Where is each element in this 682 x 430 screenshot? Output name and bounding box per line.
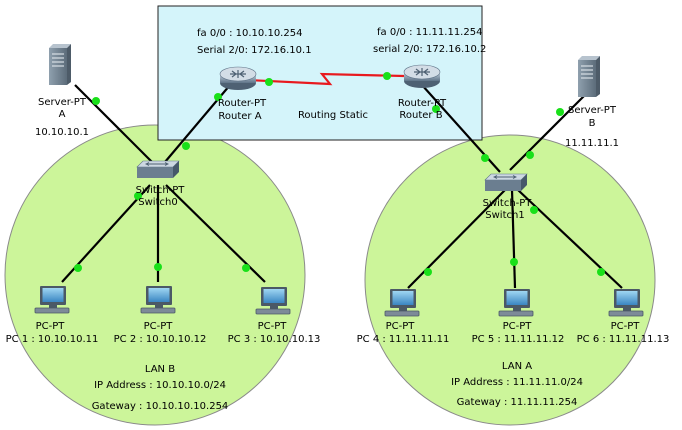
lan-b-area <box>4 124 306 426</box>
server-b-name: B <box>589 118 596 129</box>
link-switch1-pc5 <box>510 189 517 289</box>
port-dot <box>214 93 222 101</box>
port-dot <box>383 72 391 80</box>
pc1-icon[interactable] <box>34 285 70 314</box>
pc3-icon[interactable] <box>255 286 291 315</box>
port-dot <box>424 268 432 276</box>
router-a-icon[interactable] <box>219 66 257 91</box>
lan-b-ip: IP Address : 10.10.10.0/24 <box>94 380 226 391</box>
switch1-icon[interactable] <box>484 173 528 192</box>
port-indicators <box>74 72 605 276</box>
router-a-fa-label: fa 0/0 : 10.10.10.254 <box>197 28 302 39</box>
link-server-b-switch1 <box>509 89 591 171</box>
pc3-type: PC-PT <box>258 321 288 332</box>
pc2-icon[interactable] <box>140 285 176 314</box>
pc5-type: PC-PT <box>503 321 533 332</box>
pc4-icon[interactable] <box>384 288 420 317</box>
port-dot <box>265 78 273 86</box>
port-dot <box>481 154 489 162</box>
pc1-label: PC 1 : 10.10.10.11 <box>6 334 99 345</box>
pc2-type: PC-PT <box>144 321 174 332</box>
pc2-label: PC 2 : 10.10.10.12 <box>114 334 207 345</box>
pc5-icon[interactable] <box>498 288 534 317</box>
server-b-icon[interactable] <box>577 55 601 98</box>
router-b-type: Router-PT <box>398 98 447 109</box>
port-dot <box>432 105 440 113</box>
switch1-type: Switch-PT <box>483 198 533 209</box>
pc5-label: PC 5 : 11.11.11.12 <box>472 334 565 345</box>
lan-a-area <box>364 134 656 426</box>
router-b-icon[interactable] <box>403 64 441 89</box>
server-a-type: Server-PT <box>38 97 87 108</box>
serial-link <box>247 72 405 86</box>
server-a-name: A <box>59 109 66 120</box>
port-dot <box>510 258 518 266</box>
pc6-type: PC-PT <box>611 321 641 332</box>
router-a-serial-label: Serial 2/0: 172.16.10.1 <box>197 45 312 56</box>
router-b-serial-label: serial 2/0: 172.16.10.2 <box>373 44 486 55</box>
pc6-label: PC 6 : 11.11.11.13 <box>577 334 670 345</box>
lan-b-gateway: Gateway : 10.10.10.10.254 <box>92 401 229 412</box>
server-b-ip: 11.11.11.1 <box>565 138 619 149</box>
lan-a-name: LAN A <box>502 361 532 372</box>
lan-a-gateway: Gateway : 11.11.11.254 <box>457 397 578 408</box>
port-dot <box>526 151 534 159</box>
switch1-name: Switch1 <box>485 210 524 221</box>
pc4-label: PC 4 : 11.11.11.11 <box>357 334 450 345</box>
port-dot <box>134 192 142 200</box>
port-dot <box>556 108 564 116</box>
lan-a-ip: IP Address : 11.11.11.0/24 <box>451 377 583 388</box>
port-dot <box>154 263 162 271</box>
pc3-label: PC 3 : 10.10.10.13 <box>228 334 321 345</box>
port-dot <box>74 264 82 272</box>
port-dot <box>92 97 100 105</box>
port-dot <box>597 268 605 276</box>
routing-area-label: Routing Static <box>298 110 368 121</box>
server-a-icon[interactable] <box>48 43 72 86</box>
switch0-icon[interactable] <box>136 160 180 179</box>
port-dot <box>242 264 250 272</box>
router-b-name: Router B <box>399 110 442 121</box>
pc1-type: PC-PT <box>36 321 66 332</box>
router-a-name: Router A <box>218 111 261 122</box>
server-b-type: Server-PT <box>568 105 617 116</box>
router-a-type: Router-PT <box>218 98 267 109</box>
router-b-fa-label: fa 0/0 : 11.11.11.254 <box>377 27 482 38</box>
pc6-icon[interactable] <box>608 288 644 317</box>
server-a-ip: 10.10.10.1 <box>35 127 89 138</box>
switch0-type: Switch-PT <box>136 185 186 196</box>
link-server-a-switch0 <box>74 84 159 169</box>
switch0-name: Switch0 <box>138 197 177 208</box>
lan-b-name: LAN B <box>145 364 175 375</box>
port-dot <box>182 142 190 150</box>
pc4-type: PC-PT <box>386 321 416 332</box>
port-dot <box>530 206 538 214</box>
